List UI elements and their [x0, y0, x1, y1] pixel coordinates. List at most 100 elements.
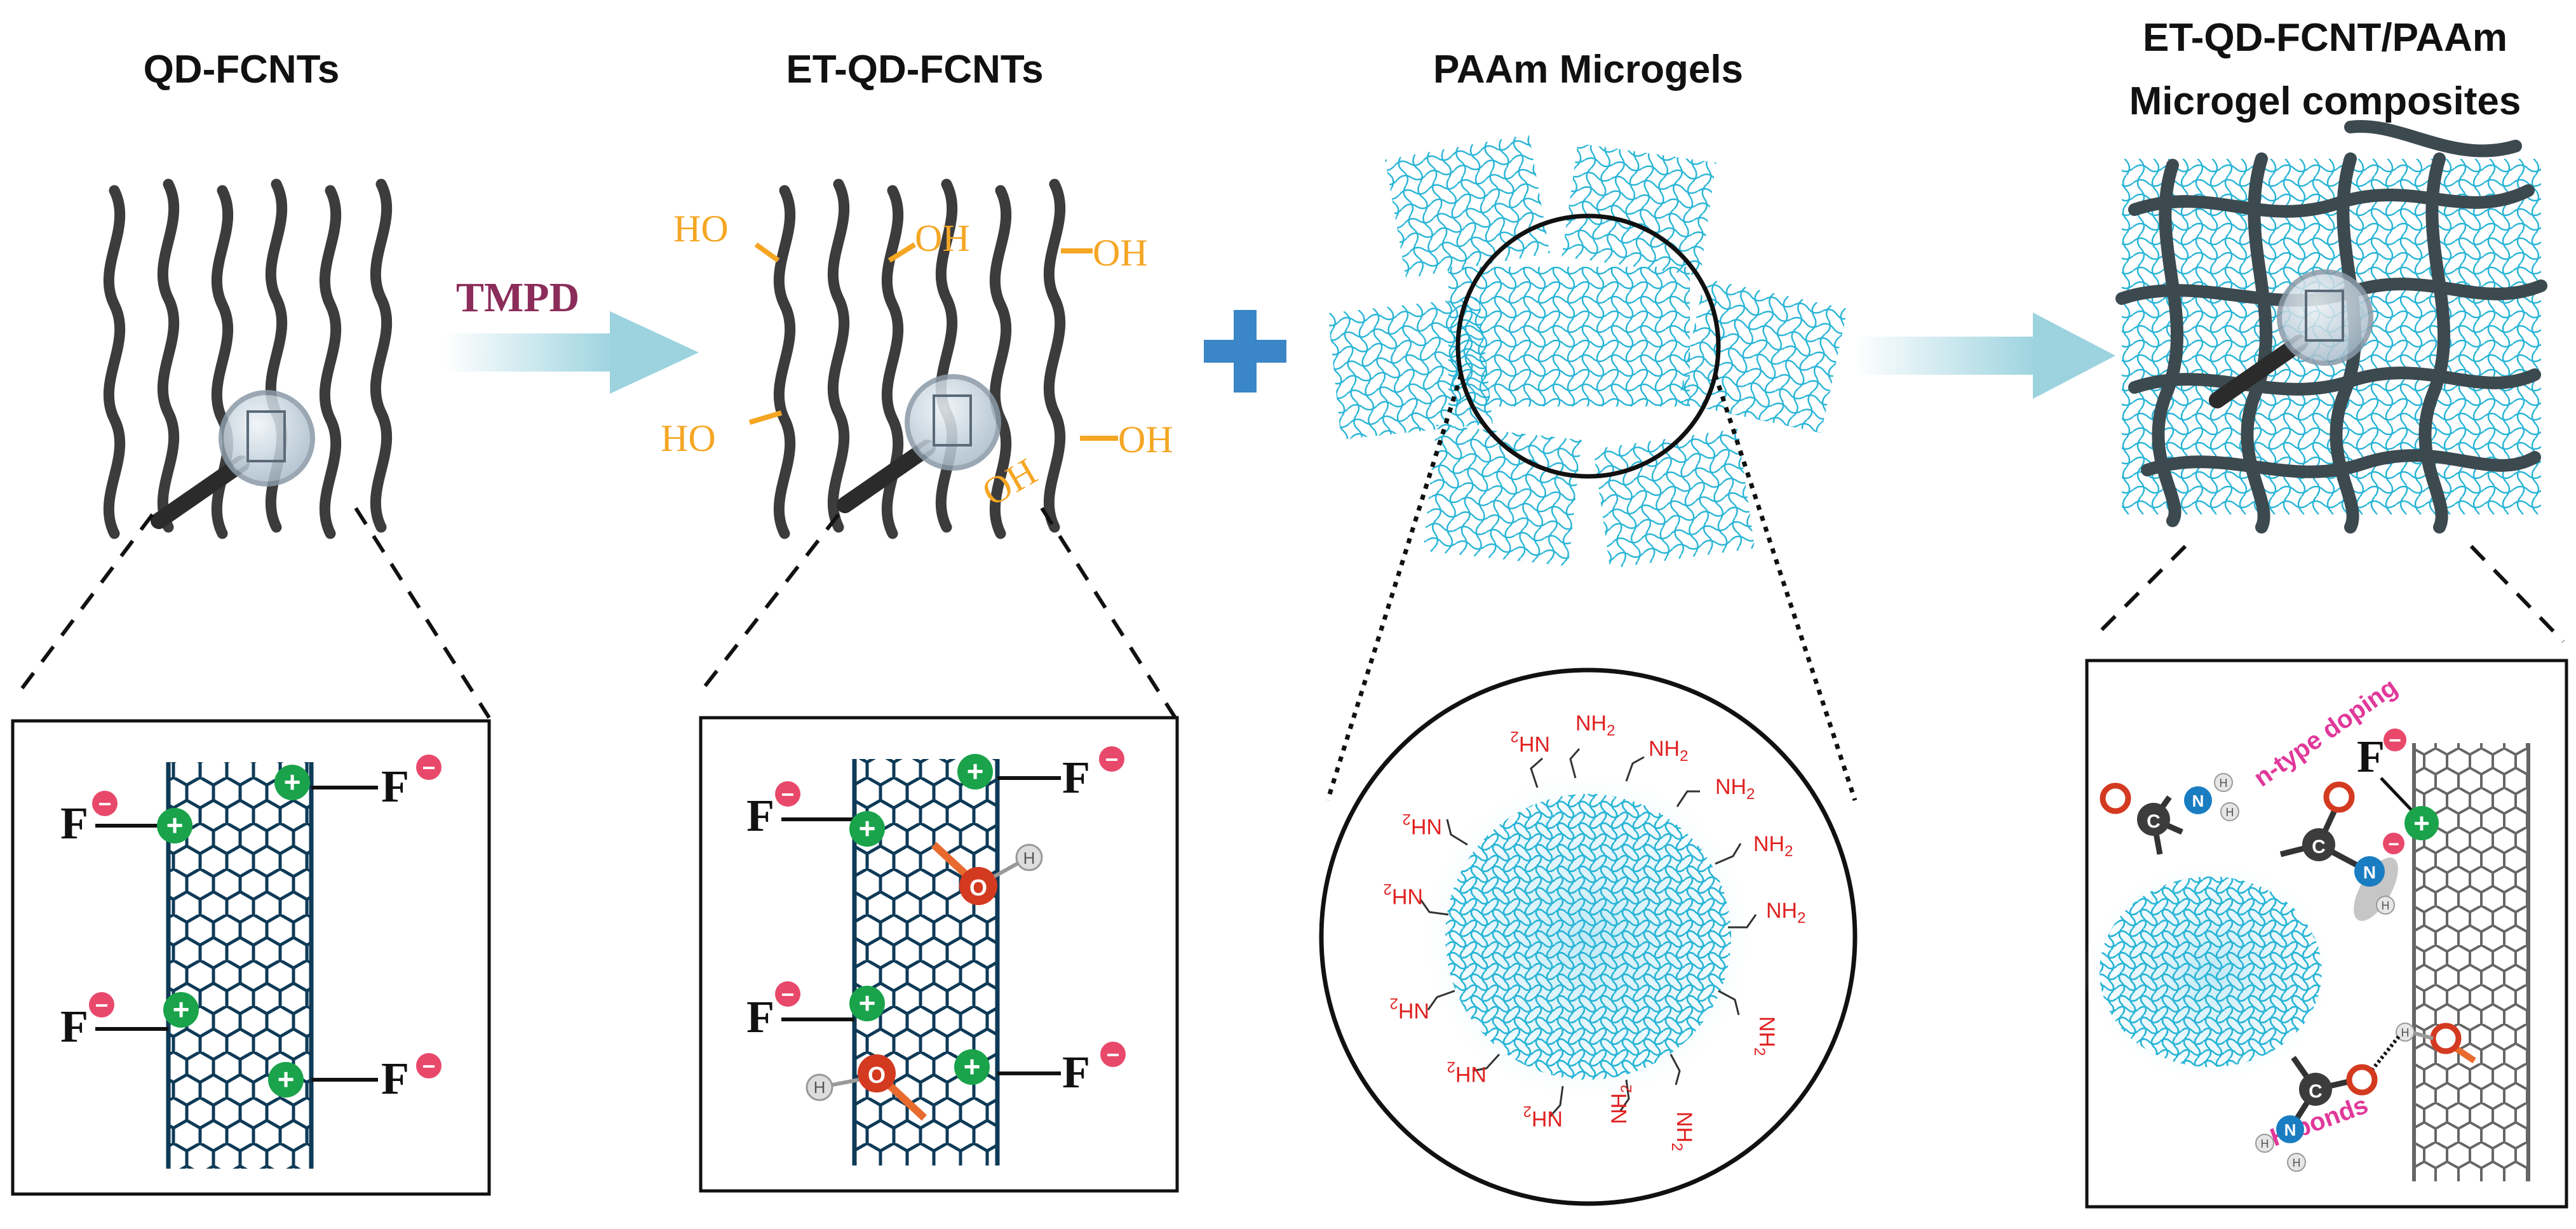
svg-text:+: + — [284, 765, 301, 798]
title-composite-line2: Microgel composites — [2129, 79, 2521, 123]
right-arrow-icon — [1855, 312, 2115, 399]
svg-text:−: − — [781, 981, 794, 1007]
svg-text:+: + — [967, 755, 984, 788]
carbon-atom — [2137, 803, 2170, 836]
nitrogen-atom — [2184, 786, 2212, 814]
svg-text:N: N — [2192, 791, 2204, 810]
svg-text:−: − — [1105, 746, 1118, 772]
hydrogen-atom — [806, 1073, 833, 1101]
hydrogen-atom — [2376, 896, 2395, 915]
svg-text:+: + — [173, 993, 190, 1026]
fluorine-label: F — [381, 761, 409, 812]
fluorine-label: F — [60, 798, 88, 849]
magnifier-icon — [845, 377, 999, 505]
oxygen-atom — [2323, 781, 2355, 813]
hydrogen-bond — [2366, 1035, 2401, 1076]
negative-charge — [89, 992, 114, 1017]
svg-text:+: + — [859, 812, 876, 845]
svg-text:C: C — [2312, 836, 2326, 857]
negative-charge — [775, 781, 800, 807]
zoom-line-left — [703, 513, 840, 687]
fluorine-label: F — [746, 790, 774, 841]
svg-text:H: H — [2220, 777, 2228, 789]
svg-text:H: H — [2401, 1026, 2410, 1039]
zoom-line-right — [354, 507, 491, 719]
qd-fcnts-inset: F − + + F − F − + + F − — [11, 719, 491, 1196]
svg-text:−: − — [1106, 1042, 1119, 1068]
svg-text:−: − — [2388, 834, 2399, 855]
composite-network — [2115, 120, 2547, 534]
fluorine-label: F — [1062, 752, 1090, 803]
hydrogen-atom — [2220, 802, 2239, 821]
svg-text:+: + — [964, 1050, 981, 1083]
svg-text:+: + — [859, 986, 876, 1019]
hydrogen-atom — [2287, 1153, 2306, 1172]
oxygen-atom — [2430, 1023, 2462, 1054]
nitrogen-atom — [2354, 856, 2385, 887]
svg-text:OH: OH — [1093, 232, 1148, 274]
hydroxyl-groups: HO OH OH HO OH — [661, 208, 1173, 460]
svg-text:H: H — [814, 1078, 826, 1097]
svg-text:NH2: NH2 — [1766, 899, 1805, 927]
svg-text:C: C — [2147, 811, 2161, 832]
zoom-line-left — [2094, 544, 2187, 637]
positive-charge — [954, 1049, 990, 1085]
title-composite-line1: ET-QD-FCNT/PAAm — [2143, 16, 2507, 60]
title-paam-microgels: PAAm Microgels — [1433, 48, 1743, 91]
svg-text:O: O — [868, 1062, 886, 1088]
svg-text:H: H — [2382, 899, 2390, 912]
positive-charge — [274, 765, 310, 800]
negative-charge — [2383, 833, 2404, 854]
title-qd-fcnts: QD-FCNTs — [144, 48, 340, 91]
zoom-circle — [1455, 213, 1721, 479]
positive-charge — [2404, 806, 2439, 840]
title-et-qd-fcnts: ET-QD-FCNTs — [786, 48, 1043, 91]
svg-text:+: + — [166, 809, 184, 842]
svg-text:−: − — [422, 1053, 435, 1079]
positive-charge — [157, 808, 192, 843]
svg-text:+: + — [2413, 808, 2430, 839]
negative-charge — [2384, 729, 2406, 751]
oxygen-atom — [959, 867, 997, 905]
fluorine-label: F — [381, 1053, 409, 1104]
carbon-atom — [2299, 1073, 2332, 1106]
svg-text:OH: OH — [915, 217, 970, 259]
svg-text:−: − — [95, 992, 108, 1018]
negative-charge — [416, 755, 442, 780]
svg-text:H: H — [2226, 806, 2234, 819]
zoom-line-right — [2469, 544, 2565, 643]
svg-text:HO: HO — [673, 208, 729, 250]
reagent-label: TMPD — [456, 274, 579, 321]
svg-text:H: H — [2261, 1138, 2269, 1150]
carbon-atom — [2302, 828, 2335, 861]
negative-charge — [1099, 746, 1124, 772]
fluorine-label: F — [2357, 731, 2385, 782]
svg-text:−: − — [422, 755, 435, 781]
positive-charge — [849, 811, 885, 847]
nitrogen-atom — [2276, 1115, 2304, 1143]
svg-text:C: C — [2309, 1081, 2323, 1102]
svg-text:N: N — [2284, 1120, 2296, 1139]
svg-text:NH2: NH2 — [1607, 1085, 1635, 1124]
zoom-line-right — [1040, 507, 1177, 719]
positive-charge — [849, 986, 885, 1021]
fluorine-label: F — [746, 991, 774, 1042]
negative-charge — [416, 1053, 442, 1078]
paam-microgel-cluster — [1328, 134, 1848, 569]
svg-text:H: H — [1023, 849, 1035, 868]
negative-charge — [775, 981, 800, 1007]
hydroxyl-under-lens: OH — [975, 450, 1044, 514]
svg-text:OH: OH — [1118, 419, 1173, 460]
magnifier-icon — [159, 393, 313, 521]
oxygen-atom — [2346, 1064, 2378, 1096]
et-qd-fcnts-inset: F − + + F − O H F − + + F − O — [699, 716, 1179, 1193]
composite-inset: n-type doping H bonds F − + − C N H C N … — [2084, 659, 2568, 1209]
svg-text:O: O — [969, 875, 987, 901]
oxygen-atom — [2100, 782, 2131, 814]
svg-text:−: − — [98, 791, 111, 817]
zoom-line-left — [17, 513, 154, 694]
svg-text:−: − — [2389, 729, 2401, 753]
paam-microgel-inset: NH2 NH2 NH2 NH2 NH2 NH2 NH2 NH2 NH2 NH2 … — [1319, 668, 1858, 1206]
fluorine-label: F — [60, 1001, 88, 1052]
